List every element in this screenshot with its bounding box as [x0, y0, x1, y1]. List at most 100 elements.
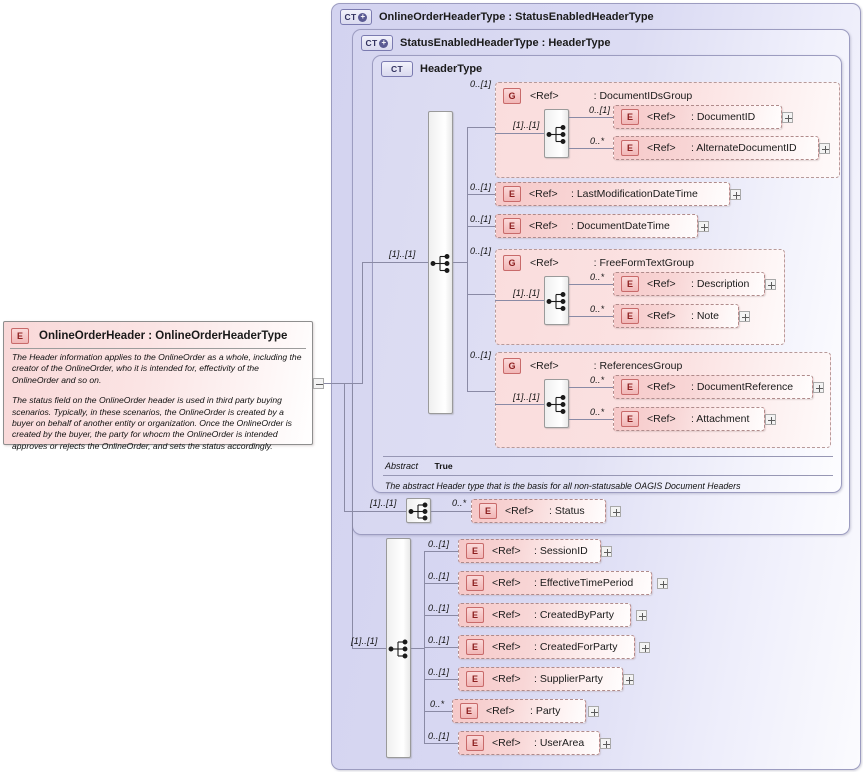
element-alternatedocumentid[interactable]: E <Ref> : AlternateDocumentID [613, 136, 819, 160]
element-lastmodificationdatetime[interactable]: E <Ref> : LastModificationDateTime [495, 182, 730, 206]
connector-line [424, 743, 458, 744]
element-badge-icon: E [503, 218, 521, 234]
group-freeformtextgroup[interactable]: G <Ref> : FreeFormTextGroup [495, 249, 785, 345]
element-documentreference[interactable]: E <Ref> : DocumentReference [613, 375, 813, 399]
element-documentid[interactable]: E <Ref> : DocumentID [613, 105, 782, 129]
cardinality-label: 0..[1] [428, 635, 450, 645]
cardinality-label: 0..[1] [428, 731, 450, 741]
connector-line [569, 284, 613, 285]
expand-plus-icon[interactable] [639, 642, 650, 653]
cardinality-label: 0..* [590, 375, 605, 385]
element-ref-label: <Ref> [492, 577, 521, 589]
group-referencesgroup-header: G <Ref> : ReferencesGroup [503, 358, 682, 374]
element-documentid-name: : DocumentID [691, 111, 756, 123]
complextype-badge-icon[interactable]: CT+ [361, 35, 393, 51]
element-badge-icon: E [621, 308, 639, 324]
connector-line [569, 117, 613, 118]
element-status[interactable]: E <Ref> : Status [471, 499, 606, 523]
expand-plus-icon[interactable] [813, 382, 824, 393]
element-supplierparty[interactable]: E <Ref> : SupplierParty [458, 667, 623, 691]
connector-line [495, 404, 544, 405]
complextype-badge-icon[interactable]: CT+ [340, 9, 372, 25]
group-freeformtextgroup-name: : FreeFormTextGroup [593, 257, 694, 269]
element-badge-icon: E [460, 703, 478, 719]
headertype-annotation: The abstract Header type that is the bas… [385, 481, 741, 491]
expand-plus-icon[interactable] [623, 674, 634, 685]
element-attachment-name: : Attachment [691, 413, 750, 425]
group-ref-label: <Ref> [530, 360, 559, 372]
expand-plus-icon[interactable] [765, 279, 776, 290]
element-ref-label: <Ref> [647, 278, 676, 290]
cardinality-label: 0..[1] [470, 79, 492, 89]
cardinality-label: 0..[1] [470, 214, 492, 224]
element-createdforparty[interactable]: E <Ref> : CreatedForParty [458, 635, 635, 659]
expand-plus-icon[interactable] [819, 143, 830, 154]
abstract-value: True [434, 461, 453, 471]
connector-line [424, 615, 458, 616]
sequence-icon [546, 292, 566, 311]
element-ref-label: <Ref> [505, 505, 534, 517]
element-badge-icon: E [503, 186, 521, 202]
connector-line [424, 583, 458, 584]
expand-plus-icon[interactable] [765, 414, 776, 425]
cardinality-label: 0..* [452, 498, 467, 508]
divider [383, 456, 833, 457]
element-badge-icon: E [621, 411, 639, 427]
element-note[interactable]: E <Ref> : Note [613, 304, 739, 328]
element-ref-label: <Ref> [529, 188, 558, 200]
sequence-connector-onlineorderheadertype[interactable] [386, 538, 411, 758]
connector-line [324, 383, 352, 384]
group-freeformtextgroup-header: G <Ref> : FreeFormTextGroup [503, 255, 694, 271]
cardinality-label: 0..[1] [428, 603, 450, 613]
cardinality-label: [1]..[1] [513, 288, 540, 298]
sequence-connector-referencesgroup[interactable] [544, 379, 569, 428]
cardinality-label: 0..[1] [589, 105, 611, 115]
cardinality-label: [1]..[1] [389, 249, 416, 259]
connector-line [495, 133, 544, 134]
complextype-headertype-header: CT HeaderType [381, 61, 482, 77]
cardinality-label: 0..[1] [428, 667, 450, 677]
divider [383, 475, 833, 476]
element-badge-icon: E [466, 607, 484, 623]
sequence-connector-documentidsgroup[interactable] [544, 109, 569, 158]
abstract-label: Abstract [385, 461, 419, 471]
expand-plus-icon[interactable] [600, 738, 611, 749]
complextype-headertype-title: HeaderType [420, 63, 483, 75]
expand-plus-icon[interactable] [730, 189, 741, 200]
collapse-minus-icon[interactable] [313, 378, 324, 389]
expand-plus-icon[interactable] [782, 112, 793, 123]
element-ref-label: <Ref> [492, 641, 521, 653]
element-effectivetimeperiod[interactable]: E <Ref> : EffectiveTimePeriod [458, 571, 652, 595]
sequence-connector-statusenabledheadertype[interactable] [406, 498, 431, 523]
element-party[interactable]: E <Ref> : Party [452, 699, 586, 723]
plus-circle-icon[interactable]: + [358, 12, 368, 22]
element-onlineorderheader-panel[interactable]: E OnlineOrderHeader : OnlineOrderHeaderT… [3, 321, 313, 451]
element-attachment[interactable]: E <Ref> : Attachment [613, 407, 765, 431]
element-ref-label: <Ref> [492, 673, 521, 685]
sequence-connector-freeformtextgroup[interactable] [544, 276, 569, 325]
expand-plus-icon[interactable] [739, 311, 750, 322]
expand-plus-icon[interactable] [636, 610, 647, 621]
sequence-connector-headertype[interactable] [428, 111, 453, 414]
element-ref-label: <Ref> [492, 609, 521, 621]
element-createdbyparty[interactable]: E <Ref> : CreatedByParty [458, 603, 631, 627]
expand-plus-icon[interactable] [601, 546, 612, 557]
connector-line [352, 383, 353, 648]
connector-line [569, 316, 613, 317]
expand-plus-icon[interactable] [588, 706, 599, 717]
expand-plus-icon[interactable] [698, 221, 709, 232]
plus-circle-icon[interactable]: + [379, 38, 389, 48]
element-sessionid[interactable]: E <Ref> : SessionID [458, 539, 601, 563]
element-documentdatetime[interactable]: E <Ref> : DocumentDateTime [495, 214, 698, 238]
sequence-icon [546, 395, 566, 414]
element-ref-label: <Ref> [647, 381, 676, 393]
expand-plus-icon[interactable] [657, 578, 668, 589]
element-note-name: : Note [691, 310, 720, 322]
expand-plus-icon[interactable] [610, 506, 621, 517]
element-description[interactable]: E <Ref> : Description [613, 272, 765, 296]
connector-line [569, 148, 613, 149]
sequence-icon [388, 639, 408, 659]
element-userarea[interactable]: E <Ref> : UserArea [458, 731, 600, 755]
cardinality-label: 0..* [590, 304, 605, 314]
